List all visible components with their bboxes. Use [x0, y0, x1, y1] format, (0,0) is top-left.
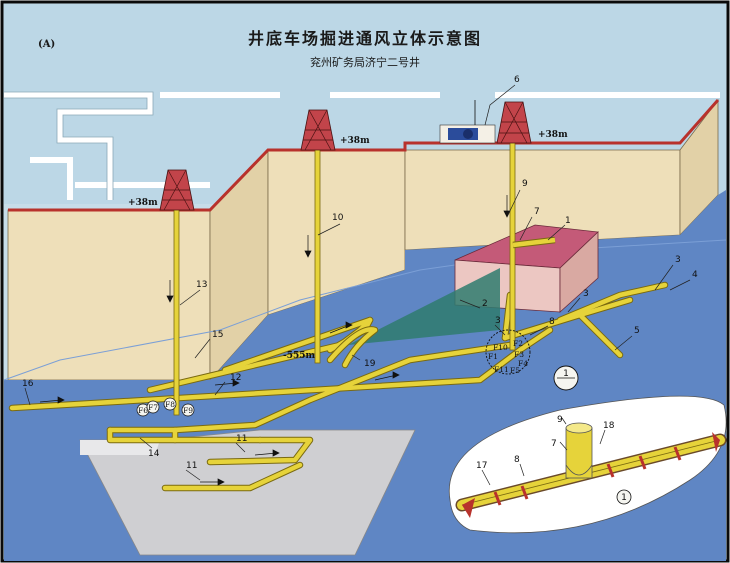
shaft-middle — [314, 147, 321, 364]
leader-lines — [24, 84, 691, 481]
flow-arrows — [39, 195, 511, 486]
inset-label-18: 18 — [603, 421, 615, 431]
elevation-deep: -555m — [283, 351, 316, 361]
headframe-tower-right — [496, 101, 532, 144]
fan-cluster-outline — [485, 329, 531, 375]
label-3a: 3 — [495, 316, 501, 326]
label-11a: 11 — [236, 434, 247, 444]
label-10: 10 — [332, 213, 344, 223]
label-7: 7 — [534, 207, 540, 217]
label-3c: 3 — [675, 255, 681, 265]
surface-road-edges — [4, 91, 154, 200]
label-15: 15 — [212, 330, 223, 340]
label-13: 13 — [196, 280, 207, 290]
label-2: 2 — [482, 299, 488, 309]
headframe-tower-middle — [300, 109, 336, 151]
fan-label-f7: F7 — [148, 403, 158, 412]
fan-label-f5: F5 — [510, 366, 520, 375]
floor-slab-edge — [80, 440, 160, 455]
diagram-title: 井底车场掘进通风立体示意图 — [248, 29, 482, 48]
pink-block — [454, 224, 599, 313]
headframe-tower-left — [159, 169, 195, 211]
fan-label-f3: F3 — [514, 350, 524, 359]
fan-label-f10: F10 — [493, 343, 508, 352]
elevation-left: +38m — [128, 198, 158, 208]
airflow-wedge — [348, 268, 500, 345]
label-5: 5 — [634, 326, 640, 336]
label-1: 1 — [565, 216, 571, 226]
tunnel-network — [8, 281, 669, 492]
diagram-subtitle: 兖州矿务局济宁二号井 — [310, 55, 420, 69]
fan-label-f4: F4 — [518, 359, 528, 368]
fan-house — [439, 100, 496, 144]
detail-marker-label: 1 — [563, 369, 569, 379]
fan-label-f8: F8 — [165, 400, 175, 409]
brick-crust — [8, 99, 720, 212]
shaft-left — [173, 204, 180, 416]
elevation-middle: +38m — [340, 136, 370, 146]
label-8: 8 — [549, 317, 555, 327]
label-11b: 11 — [186, 461, 197, 471]
inset-marker-label: 1 — [621, 493, 627, 503]
label-12: 12 — [230, 373, 241, 383]
fan-label-f11: F11 — [494, 365, 509, 374]
inset-label-17: 17 — [476, 461, 487, 471]
label-3b: 3 — [583, 289, 589, 299]
label-9: 9 — [522, 179, 528, 189]
label-14: 14 — [148, 449, 160, 459]
inset-label-7: 7 — [551, 439, 557, 449]
fan-label-f2: F2 — [513, 339, 523, 348]
inset-label-9: 9 — [557, 415, 563, 425]
fan-label-f9: F9 — [183, 406, 193, 415]
panel-label: (A) — [38, 39, 55, 50]
inset-detail — [448, 395, 727, 534]
label-4: 4 — [692, 270, 698, 280]
fan-label-f6: F6 — [138, 406, 148, 415]
label-16: 16 — [22, 379, 34, 389]
inset-label-8: 8 — [514, 455, 520, 465]
label-6: 6 — [514, 75, 520, 85]
label-19: 19 — [364, 359, 376, 369]
fan-label-f1: F1 — [488, 352, 498, 361]
elevation-right: +38m — [538, 130, 568, 140]
fan-circles-left — [136, 397, 195, 417]
